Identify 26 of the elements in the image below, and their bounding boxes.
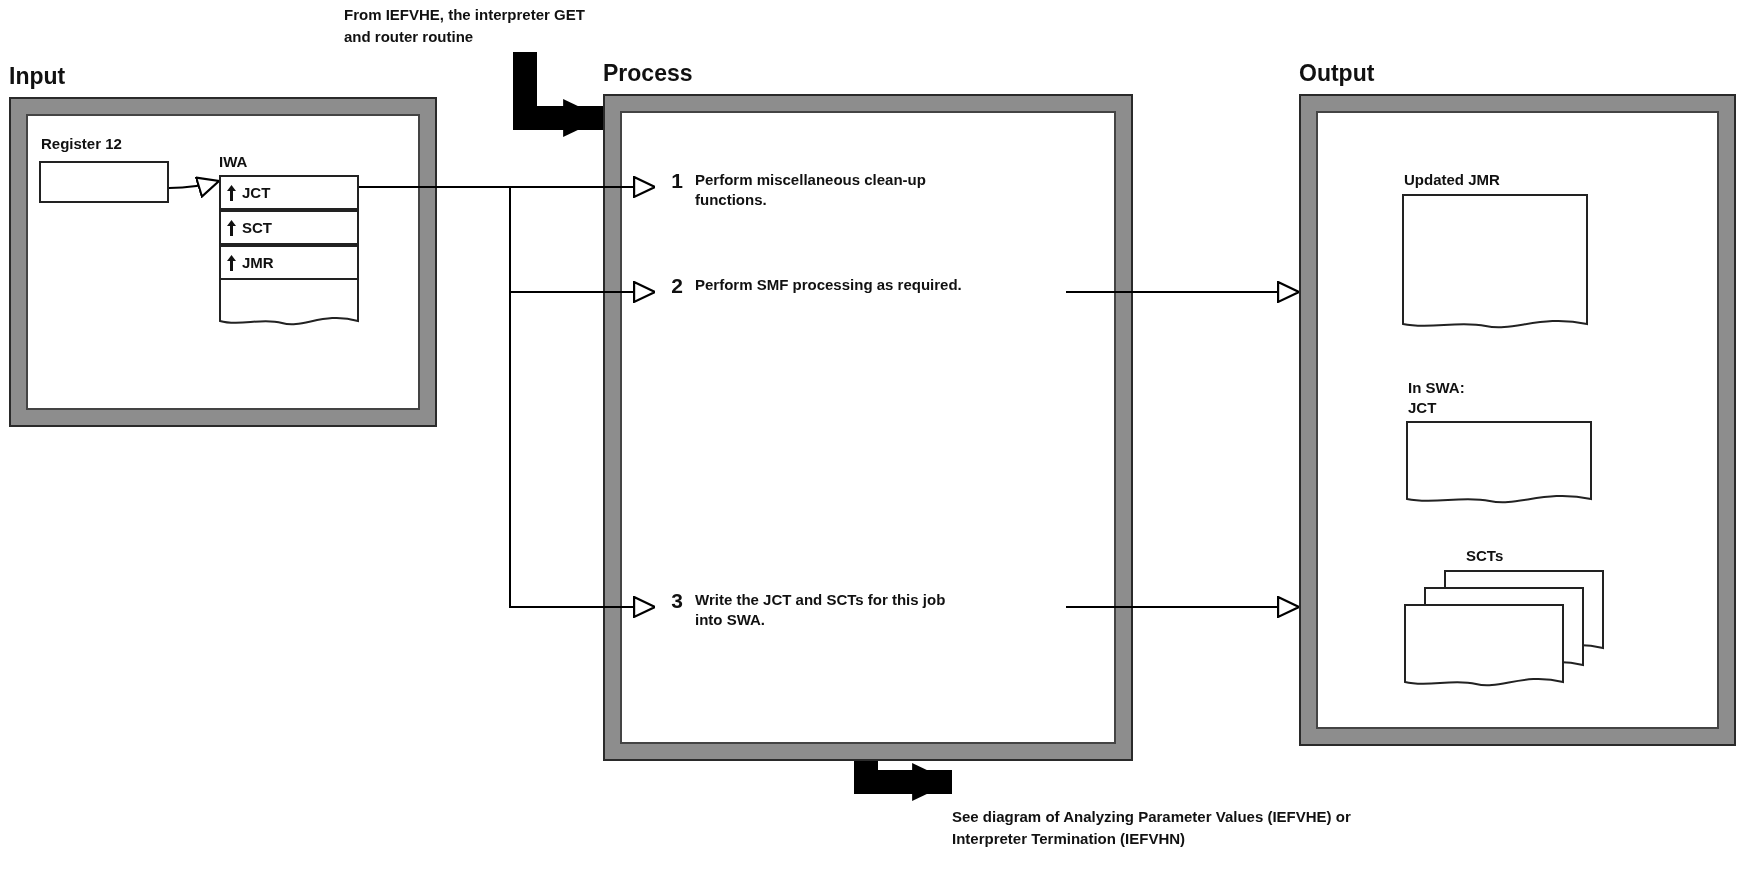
- step-text: Write the JCT and SCTs for this job into SWA.: [695, 590, 947, 629]
- flow-arrow: [513, 52, 603, 137]
- arrow: [1065, 596, 1301, 618]
- document-label: Updated JMR: [1404, 170, 1501, 190]
- panel-heading: Output: [1299, 60, 1375, 87]
- row-label: JCT: [242, 184, 271, 201]
- step-number: 3: [670, 590, 683, 611]
- step-text: Perform SMF processing as required.: [695, 275, 963, 295]
- arrow: [168, 176, 221, 198]
- note-text: See diagram of Analyzing Parameter Values (IEFVHE) or Interpreter Termination (IEFVHN): [952, 807, 1352, 849]
- document-label: In SWA: JCT: [1408, 378, 1466, 417]
- note-text: From IEFVHE, the interpreter GET and router routine: [344, 5, 586, 47]
- table-row: [219, 245, 359, 280]
- register-label: Register 12: [41, 135, 122, 152]
- step-number: 1: [670, 170, 683, 191]
- document-label: SCTs: [1466, 546, 1505, 566]
- row-label: JMR: [242, 254, 274, 271]
- panel-heading: Input: [9, 63, 66, 90]
- panel-heading: Process: [603, 60, 693, 87]
- table-row: [219, 210, 359, 245]
- arrow: [1065, 281, 1301, 303]
- table-title: IWA: [219, 153, 248, 170]
- step-text: Perform miscellaneous clean-up functions.: [695, 170, 927, 209]
- row-label: SCT: [242, 219, 272, 236]
- step-number: 2: [670, 275, 683, 296]
- flow-arrow: [854, 761, 952, 801]
